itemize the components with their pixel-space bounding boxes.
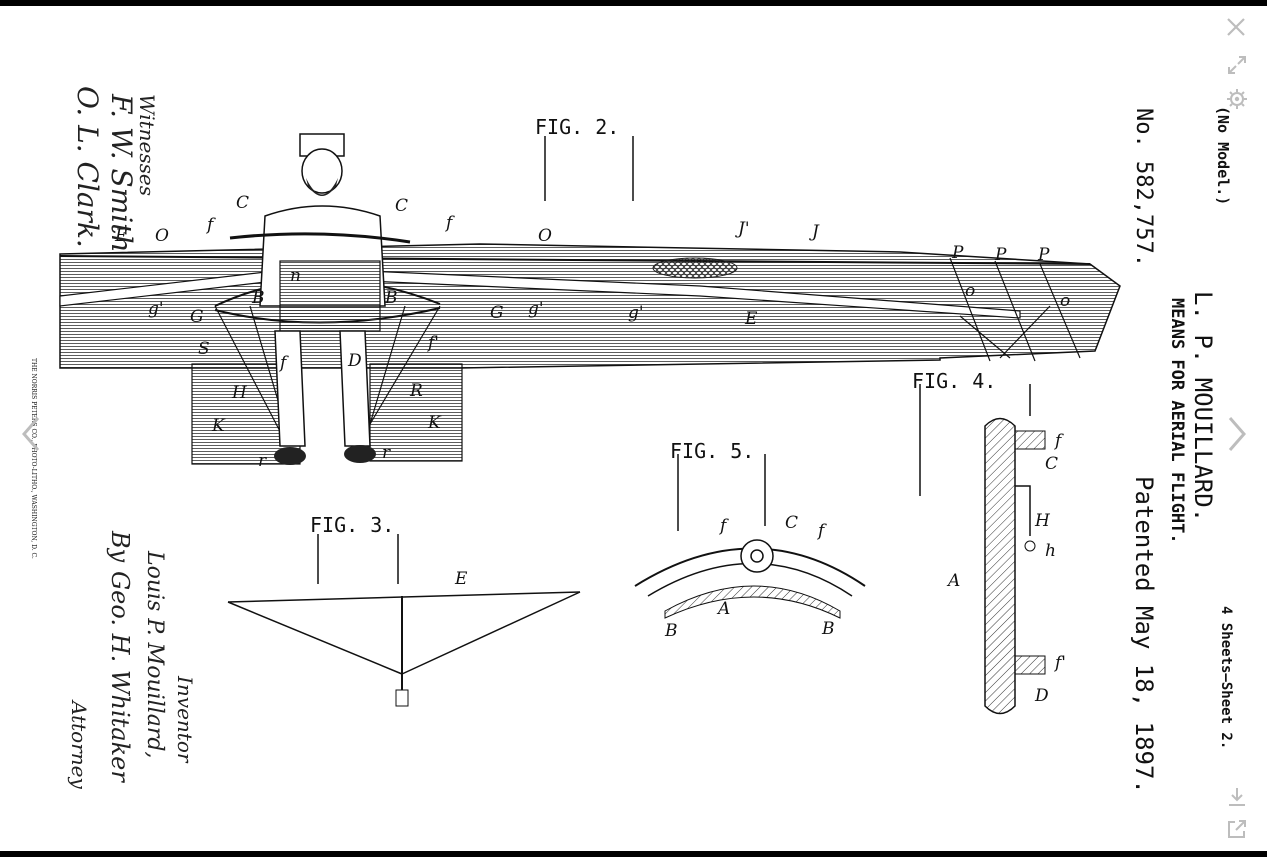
label-o1: o [965, 281, 975, 301]
patent-date: Patented May 18, 1897. [1130, 476, 1158, 794]
chevron-right-icon [1228, 417, 1246, 451]
witness-1: F. W. Smith [105, 93, 138, 253]
by-line: By [106, 530, 134, 563]
download-icon [1229, 788, 1245, 806]
label-P3: P [1037, 245, 1050, 265]
label-B-fig5b: B [821, 619, 835, 639]
close-button[interactable] [1225, 16, 1247, 38]
label-h-fig4: h [1045, 541, 1056, 561]
label-P1: P [951, 243, 964, 263]
label-H-fig4: H [1034, 511, 1051, 531]
label-K-right: K [427, 413, 442, 433]
fig3-title: FIG. 3. [310, 513, 394, 537]
label-J: J [809, 222, 820, 242]
fig2-title: FIG. 2. [535, 115, 619, 139]
attorney-label: Attorney [67, 699, 91, 789]
signatures: Witnesses F. W. Smith O. L. Clark. THE N… [30, 86, 197, 789]
printer-imprint: THE NORRIS PETERS CO., PHOTO-LITHO., WAS… [30, 358, 37, 559]
label-gprime-1: g' [148, 299, 164, 319]
witnesses-label: Witnesses [135, 94, 159, 196]
patent-title: MEANS FOR AERIAL FLIGHT. [1167, 298, 1187, 544]
label-fprime-fig4: f' [1053, 653, 1066, 673]
label-f-right: f [444, 213, 455, 233]
label-C-fig4: C [1045, 454, 1058, 474]
label-A-fig5: A [716, 599, 730, 619]
next-button[interactable] [1226, 414, 1248, 454]
label-O-left: O [155, 226, 169, 246]
label-D-fig4: D [1034, 686, 1049, 706]
chevron-left-icon [22, 417, 40, 451]
label-A-fig4: A [946, 571, 960, 591]
label-Q-left: C [236, 193, 249, 213]
label-Jprime: J' [735, 219, 750, 239]
label-gprime-3: g' [628, 303, 644, 323]
patent-header: (No Model.) 4 Sheets—Sheet 2. No. 582,75… [1130, 106, 1234, 794]
label-gprime-2: g' [528, 299, 544, 319]
label-n: n [290, 266, 301, 286]
gear-icon [1227, 89, 1247, 109]
attorney-signature: Geo. H. Whitaker [106, 571, 134, 783]
label-C-fig5: C [785, 513, 798, 533]
label-O-mid: O [538, 226, 552, 246]
label-r-left: r [258, 451, 267, 471]
label-f-fig5b: f [816, 521, 827, 541]
label-B-fig5a: B [664, 621, 678, 641]
label-B-right: B [384, 288, 398, 308]
model-note: (No Model.) [1214, 106, 1232, 205]
settings-button[interactable] [1226, 88, 1248, 110]
label-K-left: K [211, 416, 226, 436]
label-fprime-lower: f' [426, 333, 439, 353]
label-C-main: C [395, 196, 408, 216]
patent-drawing: FIG. 2. FIG. 3. E FIG. 4. f C H h A f' D… [30, 86, 1234, 794]
image-viewer: FIG. 2. FIG. 3. E FIG. 4. f C H h A f' D… [0, 6, 1267, 851]
figure-5: FIG. 5. f C f A B B [634, 439, 866, 641]
download-button[interactable] [1226, 786, 1248, 808]
label-E-right: E [744, 309, 758, 329]
share-button[interactable] [1226, 818, 1248, 840]
close-icon [1227, 18, 1245, 36]
label-o2: o [1060, 291, 1070, 311]
label-f-left: f [205, 215, 216, 235]
witness-2: O. L. Clark. [71, 86, 104, 248]
fig4-title: FIG. 4. [912, 369, 996, 393]
figure-4: FIG. 4. f C H h A f' D [912, 369, 1066, 715]
pilot-figure [229, 133, 411, 465]
patent-number: No. 582,757. [1131, 108, 1156, 267]
label-G-left: G [190, 307, 204, 327]
label-f-fig5a: f [718, 516, 729, 536]
label-D: D [347, 351, 362, 371]
label-f-lower: f [278, 353, 289, 373]
figure-1-labels: O f C C f O J' J P P P o o E E G G g' g'… [114, 193, 1070, 471]
figure-3: FIG. 3. E [227, 513, 581, 707]
sheets-note: 4 Sheets—Sheet 2. [1218, 606, 1234, 749]
inventor-name: L. P. MOUILLARD. [1189, 291, 1217, 522]
share-icon [1228, 820, 1246, 838]
label-f-fig4: f [1053, 431, 1064, 451]
label-B-left: B [251, 288, 265, 308]
label-H: H [231, 383, 248, 403]
label-r-right: r [382, 443, 391, 463]
label-S: S [198, 339, 210, 359]
prev-button[interactable] [20, 414, 42, 454]
label-P2: P [994, 245, 1007, 265]
fig5-title: FIG. 5. [670, 439, 754, 463]
figure-2: FIG. 2. [535, 115, 634, 201]
expand-button[interactable] [1226, 54, 1248, 76]
expand-icon [1228, 56, 1246, 74]
inventor-signature: Louis P. Mouillard, [142, 550, 167, 758]
label-E-left: E [114, 226, 128, 246]
label-G-right: G [490, 303, 504, 323]
inventor-label: Inventor [173, 675, 197, 764]
label-E-fig3: E [454, 569, 468, 589]
label-R: R [409, 381, 423, 401]
figure-1 [59, 133, 1121, 465]
